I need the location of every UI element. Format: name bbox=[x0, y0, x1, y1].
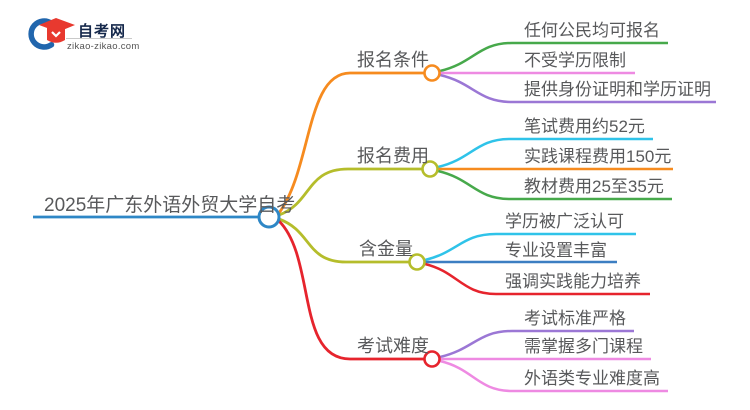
branch-4-label[interactable]: 考试难度 bbox=[357, 336, 429, 356]
branch-1-line bbox=[277, 71, 424, 214]
branch-3-child-2-label[interactable]: 专业设置丰富 bbox=[505, 241, 607, 260]
branch-3-label[interactable]: 含金量 bbox=[359, 239, 413, 259]
branch-1-child-3-line bbox=[439, 73, 716, 104]
branch-1-child-1-line bbox=[439, 41, 668, 73]
site-logo[interactable]: 自考网 zikao-zikao.com bbox=[28, 10, 188, 60]
branch-3-node-circle[interactable] bbox=[408, 253, 426, 271]
branch-1-child-3-label[interactable]: 提供身份证明和学历证明 bbox=[524, 80, 711, 99]
branch-3-child-3-label[interactable]: 强调实践能力培养 bbox=[505, 272, 641, 291]
branch-4-child-1-label[interactable]: 考试标准严格 bbox=[524, 309, 626, 328]
branch-4-child-3-label[interactable]: 外语类专业难度高 bbox=[524, 369, 660, 388]
branch-1-node-circle[interactable] bbox=[423, 64, 441, 82]
branch-4-child-3-line bbox=[439, 359, 668, 393]
logo-divider bbox=[66, 38, 132, 39]
root-node-circle[interactable] bbox=[257, 205, 281, 229]
branch-3-child-3-line bbox=[424, 262, 650, 296]
branch-3-line bbox=[278, 217, 409, 264]
branch-4-line bbox=[278, 220, 424, 361]
graduation-cap-icon bbox=[28, 18, 75, 50]
branch-1-label[interactable]: 报名条件 bbox=[357, 50, 429, 70]
branch-4-node-circle[interactable] bbox=[423, 350, 441, 368]
branch-3-child-1-label[interactable]: 学历被广泛认可 bbox=[505, 212, 624, 231]
branch-1-child-1-label[interactable]: 任何公民均可报名 bbox=[524, 21, 660, 40]
branch-4-child-1-line bbox=[439, 329, 634, 359]
branch-2-child-1-label[interactable]: 笔试费用约52元 bbox=[524, 117, 645, 136]
site-url: zikao-zikao.com bbox=[67, 41, 140, 52]
branch-3-child-1-line bbox=[424, 232, 636, 262]
branch-2-label[interactable]: 报名费用 bbox=[357, 146, 429, 166]
branch-2-child-2-label[interactable]: 实践课程费用150元 bbox=[524, 147, 672, 166]
branch-2-line bbox=[278, 167, 422, 217]
branch-1-child-2-label[interactable]: 不受学历限制 bbox=[524, 51, 626, 70]
site-name: 自考网 bbox=[78, 23, 127, 40]
branch-2-child-3-label[interactable]: 教材费用25至35元 bbox=[524, 177, 664, 196]
branch-4-child-2-label[interactable]: 需掌握多门课程 bbox=[524, 337, 643, 356]
branch-2-child-3-line bbox=[437, 169, 672, 201]
branch-2-child-1-line bbox=[437, 137, 653, 169]
branch-2-node-circle[interactable] bbox=[421, 160, 439, 178]
root-node-label[interactable]: 2025年广东外语外贸大学自考 bbox=[44, 195, 296, 216]
